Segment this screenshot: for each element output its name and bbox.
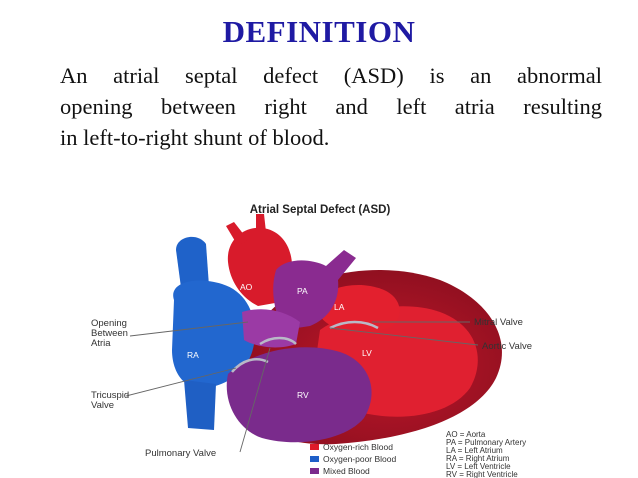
abbr-ra: RA = Right Atrium bbox=[446, 454, 510, 463]
left-ventricle bbox=[315, 306, 478, 417]
leader-pulmonary bbox=[239, 347, 271, 453]
aorta-branch bbox=[226, 222, 248, 246]
leader-opening bbox=[129, 321, 249, 337]
septal-opening bbox=[242, 309, 300, 348]
callout-opening-1: Opening bbox=[91, 318, 127, 329]
label-ao: AO bbox=[240, 282, 253, 292]
abbr-lv: LV = Left Ventricle bbox=[446, 462, 511, 471]
definition-text: An atrial septal defect (ASD) is an abno… bbox=[60, 60, 602, 153]
callout-opening-3: Atria bbox=[91, 338, 111, 349]
definition-line-2: opening between right and left atria res… bbox=[60, 94, 602, 119]
callout-mitral-valve: Mitral Valve bbox=[474, 317, 523, 328]
label-ra: RA bbox=[187, 350, 199, 360]
left-atrium bbox=[316, 285, 400, 332]
legend-swatch-oxygen-rich bbox=[310, 444, 319, 450]
callout-pulmonary-valve: Pulmonary Valve bbox=[145, 448, 216, 459]
aorta-branch bbox=[256, 214, 266, 232]
callout-tricuspid-2: Valve bbox=[91, 400, 114, 411]
legend-label-oxygen-poor: Oxygen-poor Blood bbox=[323, 454, 397, 464]
legend: Oxygen-rich Blood Oxygen-poor Blood Mixe… bbox=[310, 442, 397, 476]
mitral-valve-ring bbox=[329, 320, 379, 330]
label-lv: LV bbox=[362, 348, 372, 358]
abbr-ao: AO = Aorta bbox=[446, 430, 486, 439]
callout-opening-2: Between bbox=[91, 328, 128, 339]
abbr-la: LA = Left Atrium bbox=[446, 446, 503, 455]
legend-swatch-mixed bbox=[310, 468, 319, 474]
leader-tricuspid bbox=[125, 367, 237, 397]
label-rv: RV bbox=[297, 390, 309, 400]
figure-title: Atrial Septal Defect (ASD) bbox=[250, 204, 391, 216]
right-atrium bbox=[172, 280, 255, 389]
abbreviation-key: AO = Aorta PA = Pulmonary Artery LA = Le… bbox=[446, 430, 526, 478]
pulmonary-artery bbox=[273, 250, 356, 330]
heart-outer-wall bbox=[239, 269, 502, 445]
legend-label-oxygen-rich: Oxygen-rich Blood bbox=[323, 442, 393, 452]
definition-line-1: An atrial septal defect (ASD) is an abno… bbox=[60, 63, 602, 88]
legend-swatch-oxygen-poor bbox=[310, 456, 319, 462]
callout-aortic-valve: Aortic Valve bbox=[482, 341, 532, 352]
label-pa: PA bbox=[297, 286, 308, 296]
abbr-rv: RV = Right Ventricle bbox=[446, 470, 518, 478]
leader-aortic bbox=[329, 327, 479, 346]
inferior-vena-cava bbox=[184, 380, 216, 430]
abbr-pa: PA = Pulmonary Artery bbox=[446, 438, 526, 447]
callout-tricuspid-1: Tricuspid bbox=[91, 390, 129, 401]
slide-title: DEFINITION bbox=[222, 14, 416, 49]
label-la: LA bbox=[334, 302, 345, 312]
legend-label-mixed: Mixed Blood bbox=[323, 466, 370, 476]
right-ventricle bbox=[226, 347, 372, 443]
tricuspid-valve bbox=[231, 358, 269, 373]
aorta bbox=[227, 227, 292, 306]
superior-vena-cava bbox=[176, 236, 210, 310]
definition-line-3: in left-to-right shunt of blood. bbox=[60, 125, 330, 150]
pulmonary-valve-ring bbox=[259, 336, 297, 346]
